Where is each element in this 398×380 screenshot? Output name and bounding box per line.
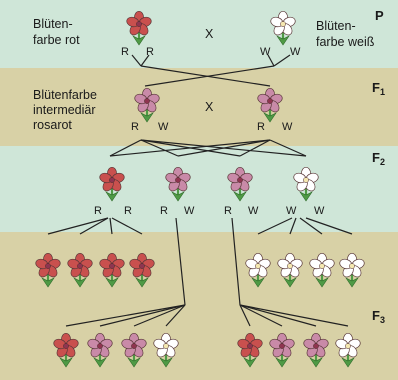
p-cross-symbol: X bbox=[205, 27, 214, 41]
connector-line-24 bbox=[231, 217, 241, 306]
connector-line-14 bbox=[269, 139, 307, 157]
flower-f3-lower-7 bbox=[303, 332, 329, 368]
allele-f2-4-b: W bbox=[314, 205, 325, 217]
connector-line-22 bbox=[305, 217, 353, 235]
connector-line-23 bbox=[175, 217, 186, 306]
allele-f2-3-b: W bbox=[248, 205, 259, 217]
allele-p-white-2: W bbox=[290, 46, 301, 58]
flower-f3-lower-3 bbox=[121, 332, 147, 368]
connector-line-30 bbox=[239, 304, 283, 327]
connector-line-5 bbox=[140, 65, 271, 87]
allele-f2-3-a: R bbox=[224, 205, 232, 217]
flower-p-1 bbox=[126, 10, 152, 46]
f1-label-line3: rosarot bbox=[33, 118, 72, 132]
allele-labels: R R W W R W R W R R R W R W W W bbox=[94, 46, 325, 217]
connector-line-1 bbox=[131, 54, 142, 67]
flower-f2-3 bbox=[227, 166, 253, 202]
allele-p-red-1: R bbox=[121, 46, 129, 58]
connector-line-21 bbox=[299, 217, 323, 235]
band-f1 bbox=[0, 68, 398, 146]
connector-line-31 bbox=[239, 304, 317, 327]
flower-f3-upper-3 bbox=[99, 252, 125, 288]
flower-f3-lower-2 bbox=[87, 332, 113, 368]
connector-line-12 bbox=[177, 139, 271, 157]
p-white-label-line1: Blüten- bbox=[316, 19, 356, 33]
flower-p-2 bbox=[270, 10, 296, 46]
flower-f3-lower-6 bbox=[269, 332, 295, 368]
flower-f1-1 bbox=[134, 87, 160, 123]
allele-p-red-2: R bbox=[146, 46, 154, 58]
connector-line-11 bbox=[109, 139, 271, 157]
flower-f3-lower-4 bbox=[153, 332, 179, 368]
connector-line-29 bbox=[239, 304, 251, 327]
connector-line-28 bbox=[165, 304, 186, 327]
flower-f3-upper-6 bbox=[277, 252, 303, 288]
connector-line-18 bbox=[111, 217, 143, 235]
connector-line-13 bbox=[239, 139, 271, 157]
connector-line-16 bbox=[79, 217, 109, 235]
flower-f3-upper-8 bbox=[339, 252, 365, 288]
connector-line-4 bbox=[273, 54, 291, 67]
connector-line-20 bbox=[289, 217, 297, 235]
connector-line-17 bbox=[109, 217, 113, 235]
flowers-layer bbox=[35, 10, 365, 368]
gen-label-f2: F2 bbox=[372, 150, 385, 167]
connector-line-15 bbox=[47, 217, 109, 235]
connector-line-6 bbox=[144, 65, 275, 87]
band-f2 bbox=[0, 146, 398, 232]
gen-label-f3: F3 bbox=[372, 308, 385, 325]
gen-label-f1: F1 bbox=[372, 80, 385, 97]
flower-f2-4 bbox=[293, 166, 319, 202]
connector-line-8 bbox=[140, 139, 179, 157]
flower-f2-2 bbox=[165, 166, 191, 202]
allele-f1-left-1: R bbox=[131, 121, 139, 133]
allele-f2-2-a: R bbox=[160, 205, 168, 217]
allele-f2-1-b: R bbox=[124, 205, 132, 217]
connector-lines bbox=[47, 54, 353, 327]
flower-f3-upper-7 bbox=[309, 252, 335, 288]
allele-f2-4-a: W bbox=[286, 205, 297, 217]
flower-f3-upper-4 bbox=[129, 252, 155, 288]
flower-f2-1 bbox=[99, 166, 125, 202]
allele-f1-right-2: W bbox=[282, 121, 293, 133]
connector-line-32 bbox=[239, 304, 349, 327]
f1-label-line2: intermediär bbox=[33, 103, 96, 117]
flower-f3-upper-1 bbox=[35, 252, 61, 288]
allele-f2-1-a: R bbox=[94, 205, 102, 217]
allele-f1-left-2: W bbox=[158, 121, 169, 133]
flower-f3-upper-2 bbox=[67, 252, 93, 288]
gen-label-p: P bbox=[375, 8, 384, 23]
flower-f3-upper-5 bbox=[245, 252, 271, 288]
allele-f1-right-1: R bbox=[257, 121, 265, 133]
connector-line-3 bbox=[267, 54, 275, 67]
p-red-label-line1: Blüten- bbox=[33, 17, 73, 31]
allele-p-white-1: W bbox=[260, 46, 271, 58]
connector-line-19 bbox=[257, 217, 293, 235]
connector-line-26 bbox=[99, 304, 186, 327]
p-red-label-line2: farbe rot bbox=[33, 33, 80, 47]
connector-line-2 bbox=[140, 54, 150, 67]
flower-f1-2 bbox=[257, 87, 283, 123]
f1-cross-symbol: X bbox=[205, 100, 214, 114]
connector-line-27 bbox=[133, 304, 186, 327]
connector-line-7 bbox=[109, 139, 142, 157]
p-white-label-line2: farbe weiß bbox=[316, 35, 375, 49]
connector-line-25 bbox=[65, 304, 186, 327]
flower-f3-lower-5 bbox=[237, 332, 263, 368]
allele-f2-2-b: W bbox=[184, 205, 195, 217]
f1-label-line1: Blütenfarbe bbox=[33, 88, 97, 102]
flower-f3-lower-8 bbox=[335, 332, 361, 368]
flower-f3-lower-1 bbox=[53, 332, 79, 368]
band-p bbox=[0, 0, 398, 68]
